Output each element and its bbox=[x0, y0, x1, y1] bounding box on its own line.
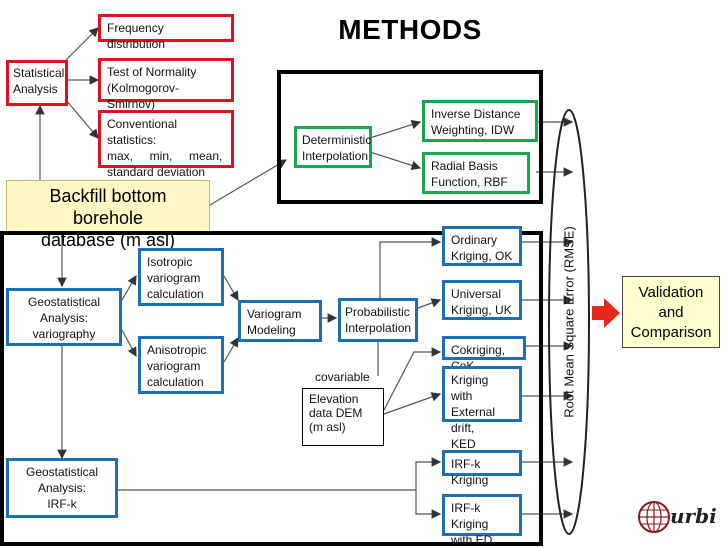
borehole-database-box: Backfill bottom borehole database (m asl… bbox=[6, 180, 210, 250]
ked-box: Kriging with External drift, KED bbox=[442, 366, 522, 451]
urbi-logo bbox=[638, 501, 670, 533]
covariable-label: covariable bbox=[315, 370, 370, 384]
conventional-line-3: standard deviation bbox=[107, 165, 206, 179]
probabilistic-interpolation-box: Probabilistic Interpolation bbox=[338, 298, 418, 342]
statistical-analysis-box: Statistical Analysis bbox=[6, 60, 68, 106]
page-title: METHODS bbox=[338, 14, 482, 45]
deterministic-frame bbox=[277, 70, 543, 204]
irfk-kriging-ed-box: IRF-k Kriging with ED bbox=[442, 494, 522, 547]
arrow-to-frequency bbox=[65, 27, 99, 61]
variogram-modeling-box: Variogram Modeling bbox=[238, 300, 322, 342]
conventional-statistics-box: Conventional statistics: max, min, mean,… bbox=[98, 110, 234, 179]
urbi-logo-text: urbi bbox=[670, 504, 717, 528]
irfk-kriging-box: IRF-k Kriging bbox=[442, 450, 522, 487]
arrow-to-rbf bbox=[369, 151, 422, 171]
conventional-line-2: max, min, mean, bbox=[107, 149, 223, 163]
idw-box: Inverse Distance Weighting, IDW bbox=[422, 100, 538, 142]
variography-box: Geostatistical Analysis: variography bbox=[6, 288, 122, 346]
conventional-line-1: Conventional statistics: bbox=[107, 117, 178, 147]
arrow-to-conventional bbox=[65, 99, 99, 139]
universal-kriging-box: Universal Kriging, UK bbox=[442, 280, 522, 320]
arrow-to-idw bbox=[369, 119, 422, 139]
rmse-label: Root Mean Square Error (RMSE) bbox=[561, 226, 577, 418]
frequency-distribution-box: Frequency distribution bbox=[98, 14, 234, 51]
ordinary-kriging-box: Ordinary Kriging, OK bbox=[442, 226, 522, 266]
validation-comparison-box: Validation and Comparison bbox=[622, 276, 720, 348]
deterministic-interpolation-box: Deterministic Interpolation bbox=[294, 126, 372, 168]
rbf-box: Radial Basis Function, RBF bbox=[422, 152, 530, 194]
isotropic-variogram-box: Isotropic variogram calculation bbox=[138, 248, 224, 306]
geostatistical-frame bbox=[0, 231, 543, 546]
normality-test-box: Test of Normality (Kolmogorov-Smirnov) bbox=[98, 58, 234, 111]
arrow-db-to-deterministic bbox=[209, 159, 288, 206]
rmse-ellipse bbox=[548, 109, 590, 535]
dem-box: Elevation data DEM (m asl) bbox=[302, 388, 384, 446]
red-arrow-icon bbox=[592, 298, 620, 328]
irfk-analysis-box: Geostatistical Analysis: IRF-k bbox=[6, 458, 118, 518]
anisotropic-variogram-box: Anisotropic variogram calculation bbox=[138, 336, 224, 394]
cokriging-box: Cokriging, CoK bbox=[442, 336, 526, 373]
